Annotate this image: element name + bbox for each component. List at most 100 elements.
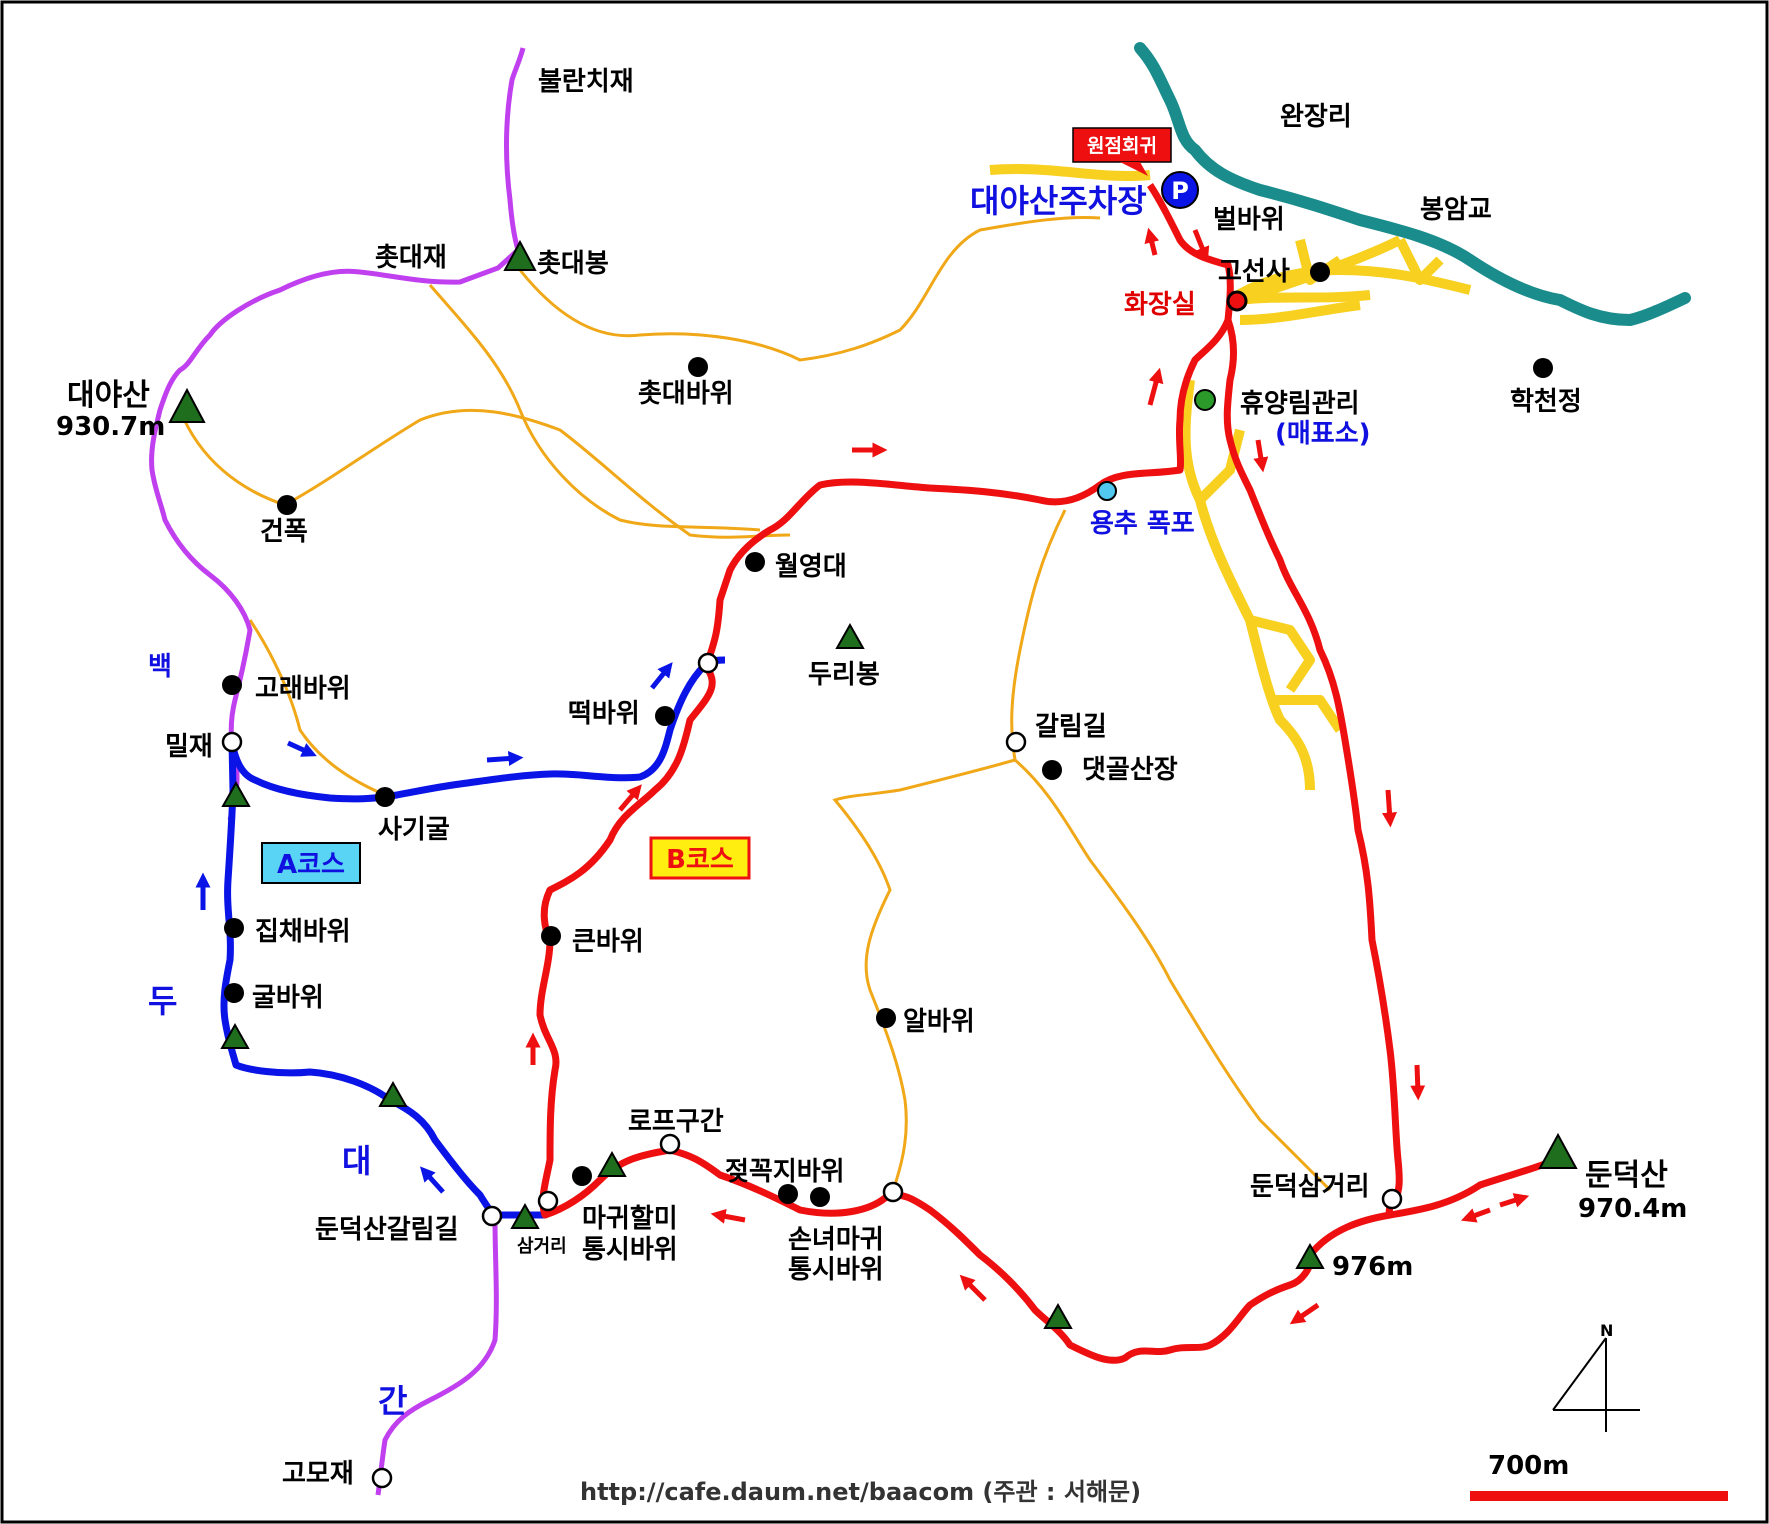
junction-icon bbox=[481, 1205, 503, 1227]
label-rope: 로프구간 bbox=[628, 1107, 724, 1137]
parking-icon bbox=[1161, 171, 1199, 209]
peak-icon bbox=[378, 1080, 408, 1107]
junction-icon bbox=[1005, 731, 1027, 753]
label-jipchaebawi: 집채바위 bbox=[255, 917, 351, 947]
label-daetgol: 댓골산장 bbox=[1082, 755, 1178, 785]
peak-icon bbox=[503, 239, 537, 271]
label-wolyeongdae: 월영대 bbox=[775, 552, 847, 582]
spot-dot-icon bbox=[375, 787, 395, 807]
label-daeyasan: 대야산 bbox=[67, 378, 150, 413]
peak-icon bbox=[221, 780, 251, 807]
peak-markers bbox=[168, 239, 1578, 1329]
label-baekdu-3: 대 bbox=[342, 1142, 371, 1180]
junction-icon bbox=[697, 652, 719, 674]
b-course-east bbox=[1223, 318, 1403, 1217]
toilet-dot-icon bbox=[1226, 290, 1248, 312]
side-trails bbox=[178, 216, 1332, 1201]
label-chotdaejae: 촛대재 bbox=[375, 243, 447, 273]
a-course-label: A코스 bbox=[277, 850, 345, 880]
peak-icon bbox=[220, 1022, 250, 1049]
label-bongamgyo: 봉암교 bbox=[1420, 195, 1492, 225]
peak-icon bbox=[835, 622, 865, 649]
label-sonnyeo-2: 통시바위 bbox=[788, 1255, 884, 1285]
a-course-ridge bbox=[220, 741, 545, 1219]
junction-icon bbox=[882, 1181, 904, 1203]
spot-dot-icon bbox=[1042, 760, 1062, 780]
label-goraebawi: 고래바위 bbox=[255, 674, 351, 704]
north-arrow bbox=[1552, 1337, 1640, 1432]
label-baekdu-2: 두 bbox=[148, 982, 177, 1020]
baekdu-ridge bbox=[149, 47, 526, 821]
label-duribong: 두리봉 bbox=[808, 660, 880, 690]
label-hakcheonjeong: 학천정 bbox=[1510, 387, 1582, 417]
b-course-spur bbox=[1307, 1158, 1552, 1258]
label-goseonsa: 고선사 bbox=[1218, 257, 1290, 287]
scale-label: 700m bbox=[1488, 1451, 1569, 1481]
label-baekdu-4: 간 bbox=[378, 1382, 407, 1420]
a-course-arrows bbox=[195, 662, 673, 1194]
label-chotdaebawi: 촛대바위 bbox=[638, 379, 734, 409]
spot-dot-icon bbox=[541, 926, 561, 946]
spot-dot-icon bbox=[688, 357, 708, 377]
label-beolbawi: 벌바위 bbox=[1213, 205, 1285, 235]
label-sonnyeo-1: 손녀마귀 bbox=[788, 1225, 884, 1255]
junction-icon bbox=[1381, 1188, 1403, 1210]
label-jeotkkokji: 젖꼭지바위 bbox=[725, 1157, 845, 1187]
spot-dot-icon bbox=[778, 1184, 798, 1204]
label-galrimgil: 갈림길 bbox=[1035, 712, 1107, 742]
label-ticket: (매표소) bbox=[1275, 419, 1371, 449]
label-dundeok-galrim: 둔덕산갈림길 bbox=[315, 1215, 459, 1245]
spot-dot-icon bbox=[810, 1187, 830, 1207]
a-course-route bbox=[228, 656, 726, 803]
label-miljae: 밀재 bbox=[165, 732, 213, 762]
return-flag-label: 원점회귀 bbox=[1087, 135, 1157, 157]
footer-credit: http://cafe.daum.net/baacom (주관 : 서해문) bbox=[580, 1478, 1141, 1506]
spot-dot-icon bbox=[572, 1166, 592, 1186]
junction-icon bbox=[537, 1190, 559, 1212]
b-course-route bbox=[536, 183, 1316, 1364]
b-course-label: B코스 bbox=[666, 845, 734, 875]
label-chotdaebong: 촛대봉 bbox=[537, 249, 609, 279]
b-course-arrows bbox=[525, 227, 1530, 1325]
return-flag bbox=[1072, 127, 1172, 163]
spot-dot-icon bbox=[277, 495, 297, 515]
ridge-south bbox=[375, 1219, 499, 1496]
spot-dot-icon bbox=[1310, 262, 1330, 282]
point-markers bbox=[222, 262, 1553, 1207]
roads bbox=[989, 163, 1472, 791]
parking-icon-label: P bbox=[1171, 177, 1189, 205]
label-albawi: 알바위 bbox=[903, 1007, 975, 1037]
junction-icon bbox=[659, 1133, 681, 1155]
label-wanjangri: 완장리 bbox=[1280, 102, 1352, 132]
peak-icon bbox=[597, 1150, 627, 1177]
waterfall-dot-icon bbox=[1097, 481, 1117, 501]
label-peak976: 976m bbox=[1332, 1252, 1413, 1282]
label-tteokbawi: 떡바위 bbox=[568, 699, 640, 729]
peak-icon bbox=[1043, 1302, 1073, 1329]
spot-dot-icon bbox=[745, 552, 765, 572]
label-magwi-2: 통시바위 bbox=[582, 1235, 678, 1265]
label-keunbawi: 큰바위 bbox=[572, 927, 644, 957]
b-course-box bbox=[649, 836, 751, 880]
label-parking: 대야산주차장 bbox=[970, 182, 1147, 220]
a-course-box bbox=[261, 842, 361, 884]
label-magwi-1: 마귀할미 bbox=[582, 1204, 678, 1234]
label-dundeoksan: 둔덕산 bbox=[1585, 1158, 1668, 1193]
peak-icon bbox=[1538, 1132, 1578, 1169]
junction-icon bbox=[221, 731, 243, 753]
spot-dot-icon bbox=[224, 918, 244, 938]
spot-dot-icon bbox=[224, 983, 244, 1003]
spot-dot-icon bbox=[1533, 358, 1553, 378]
compass-label: N bbox=[1600, 1321, 1613, 1340]
spot-dot-icon bbox=[655, 706, 675, 726]
label-recreation: 휴양림관리 bbox=[1240, 389, 1360, 419]
label-yongchu: 용추 폭포 bbox=[1090, 509, 1195, 539]
junction-icon bbox=[371, 1467, 393, 1489]
label-daeyasan-elev: 930.7m bbox=[56, 412, 165, 442]
label-dundeok-junction: 둔덕삼거리 bbox=[1250, 1172, 1370, 1202]
label-samgeori: 삼거리 bbox=[517, 1236, 567, 1257]
river bbox=[1134, 42, 1691, 327]
spot-dot-icon bbox=[876, 1008, 896, 1028]
